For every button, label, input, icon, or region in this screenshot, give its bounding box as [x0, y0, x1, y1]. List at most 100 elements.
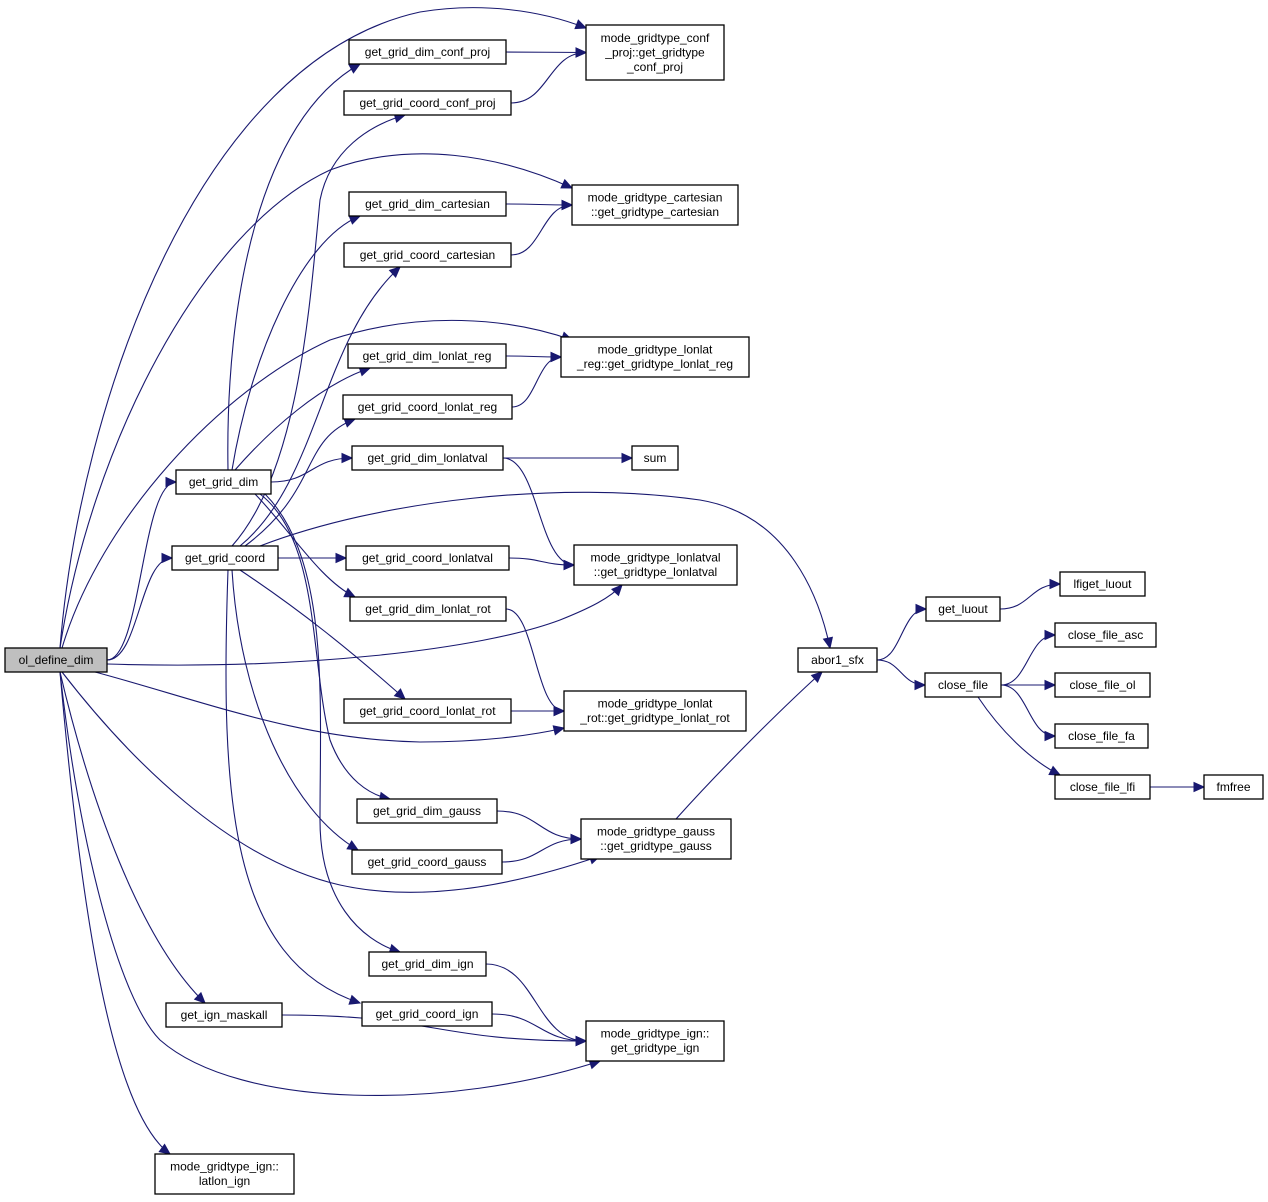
edge-ol_define_dim-to-gt_ign [59, 671, 602, 1097]
node-label: mode_gridtype_lonlatval [590, 551, 720, 565]
node-get_grid_dim_ign[interactable]: get_grid_dim_ign [368, 951, 487, 977]
edge-get_grid_coord_conf_proj-to-gt_conf_proj [510, 47, 588, 104]
arrowhead-icon [550, 351, 563, 363]
node-label: get_grid_dim [189, 475, 258, 489]
node-box [348, 39, 507, 65]
node-label: get_grid_dim_lonlat_reg [363, 349, 492, 363]
arrowhead-icon [346, 840, 360, 851]
edge-line [496, 810, 582, 840]
node-gt_lonlat_rot[interactable]: mode_gridtype_lonlat_rot::get_gridtype_l… [563, 690, 747, 732]
edge-line [106, 481, 177, 661]
node-get_grid_coord[interactable]: get_grid_coord [171, 545, 279, 571]
edge-get_grid_coord-to-abor1_sfx [259, 491, 834, 650]
node-ol_define_dim[interactable]: ol_define_dim [4, 647, 108, 673]
edge-get_grid_coord-to-get_grid_coord_lonlat_rot [239, 569, 406, 700]
node-sum[interactable]: sum [631, 445, 679, 471]
arrowhead-icon [393, 688, 406, 700]
edge-line [231, 114, 406, 547]
edge-line [1000, 684, 1056, 737]
node-close_file_fa[interactable]: close_file_fa [1054, 723, 1149, 749]
edge-line [491, 1013, 587, 1042]
node-get_grid_coord_cartesian[interactable]: get_grid_coord_cartesian [343, 242, 512, 268]
arrowhead-icon [915, 603, 928, 615]
node-label: get_grid_coord_cartesian [360, 248, 495, 262]
node-get_luout[interactable]: get_luout [925, 596, 1001, 622]
node-latlon_ign[interactable]: mode_gridtype_ign::latlon_ign [154, 1153, 295, 1195]
node-gt_lonlatval[interactable]: mode_gridtype_lonlatval::get_gridtype_lo… [573, 544, 738, 586]
node-box [345, 545, 510, 571]
node-get_grid_coord_lonlatval[interactable]: get_grid_coord_lonlatval [345, 545, 510, 571]
edge-line [106, 584, 623, 666]
arrowhead-icon [158, 1143, 171, 1155]
node-gt_cartesian[interactable]: mode_gridtype_cartesian::get_gridtype_ca… [571, 184, 739, 226]
node-label: latlon_ign [199, 1174, 250, 1188]
node-label: close_file_fa [1068, 729, 1135, 743]
node-label: close_file_asc [1068, 628, 1143, 642]
node-gt_ign[interactable]: mode_gridtype_ign::get_gridtype_ign [585, 1020, 725, 1062]
node-box [347, 343, 507, 369]
node-get_grid_dim_lonlatval[interactable]: get_grid_dim_lonlatval [351, 445, 504, 471]
node-label: _reg::get_gridtype_lonlat_reg [576, 357, 733, 371]
edge-line [259, 491, 831, 649]
node-label: abor1_sfx [811, 653, 864, 667]
edge-line [61, 319, 573, 649]
node-box [343, 698, 512, 724]
node-label: get_grid_coord_lonlat_reg [358, 400, 497, 414]
edge-gt_gauss-to-abor1_sfx [675, 671, 823, 820]
node-get_grid_dim_lonlat_rot[interactable]: get_grid_dim_lonlat_rot [349, 596, 507, 622]
node-label: get_grid_coord_ign [376, 1007, 479, 1021]
node-get_grid_dim[interactable]: get_grid_dim [175, 469, 272, 495]
edge-get_grid_coord_lonlatval-to-gt_lonlatval [508, 557, 576, 571]
node-box [580, 818, 732, 860]
node-label: mode_gridtype_conf [601, 31, 710, 45]
edge-line [225, 569, 361, 1004]
node-label: get_grid_dim_gauss [373, 804, 481, 818]
edge-get_grid_dim-to-get_grid_dim_gauss [259, 493, 392, 803]
arrowhead-icon [343, 587, 357, 598]
node-lfiget_luout[interactable]: lfiget_luout [1059, 571, 1146, 597]
arrowhead-icon [810, 671, 823, 683]
node-close_file[interactable]: close_file [924, 672, 1002, 698]
node-abor1_sfx[interactable]: abor1_sfx [797, 647, 878, 673]
edge-ol_define_dim-to-latlon_ign [59, 671, 171, 1155]
edge-line [501, 838, 582, 863]
node-fmfree[interactable]: fmfree [1203, 774, 1264, 800]
node-box [154, 1153, 295, 1195]
node-box [571, 184, 739, 226]
node-label: get_ign_maskall [181, 1008, 268, 1022]
node-get_grid_coord_lonlat_reg[interactable]: get_grid_coord_lonlat_reg [342, 394, 513, 420]
arrowhead-icon [822, 636, 834, 650]
node-get_grid_dim_gauss[interactable]: get_grid_dim_gauss [356, 798, 498, 824]
edge-get_grid_coord_lonlat_rot-to-gt_lonlat_rot [511, 705, 566, 717]
edge-line [977, 696, 1061, 776]
node-gt_gauss[interactable]: mode_gridtype_gauss::get_gridtype_gauss [580, 818, 732, 860]
node-label: _rot::get_gridtype_lonlat_rot [579, 711, 730, 725]
edge-line [61, 671, 601, 893]
arrowhead-icon [388, 266, 401, 278]
edge-line [106, 557, 173, 661]
node-get_grid_coord_ign[interactable]: get_grid_coord_ign [361, 1001, 493, 1027]
node-box [342, 394, 513, 420]
node-get_grid_coord_conf_proj[interactable]: get_grid_coord_conf_proj [343, 90, 512, 116]
node-get_grid_dim_lonlat_reg[interactable]: get_grid_dim_lonlat_reg [347, 343, 507, 369]
node-get_grid_dim_conf_proj[interactable]: get_grid_dim_conf_proj [348, 39, 507, 65]
node-get_ign_maskall[interactable]: get_ign_maskall [165, 1002, 283, 1028]
edge-get_grid_dim_lonlatval-to-gt_lonlatval [502, 457, 576, 571]
node-label: fmfree [1216, 780, 1250, 794]
node-get_grid_dim_cartesian[interactable]: get_grid_dim_cartesian [348, 191, 507, 217]
node-label: mode_gridtype_gauss [597, 825, 715, 839]
node-get_grid_coord_gauss[interactable]: get_grid_coord_gauss [351, 849, 503, 875]
node-box [368, 951, 487, 977]
node-gt_lonlat_reg[interactable]: mode_gridtype_lonlat_reg::get_gridtype_l… [560, 336, 750, 378]
node-box [356, 798, 498, 824]
edge-line [505, 51, 587, 54]
node-gt_conf_proj[interactable]: mode_gridtype_conf_proj::get_gridtype_co… [585, 24, 725, 81]
node-close_file_ol[interactable]: close_file_ol [1054, 672, 1151, 698]
node-box [585, 24, 725, 81]
arrowhead-icon [1048, 765, 1062, 776]
node-label: _proj::get_gridtype [604, 45, 705, 59]
node-close_file_asc[interactable]: close_file_asc [1054, 622, 1157, 648]
node-get_grid_coord_lonlat_rot[interactable]: get_grid_coord_lonlat_rot [343, 698, 512, 724]
node-close_file_lfi[interactable]: close_file_lfi [1054, 774, 1151, 800]
edge-ol_define_dim-to-gt_lonlatval [106, 584, 623, 666]
